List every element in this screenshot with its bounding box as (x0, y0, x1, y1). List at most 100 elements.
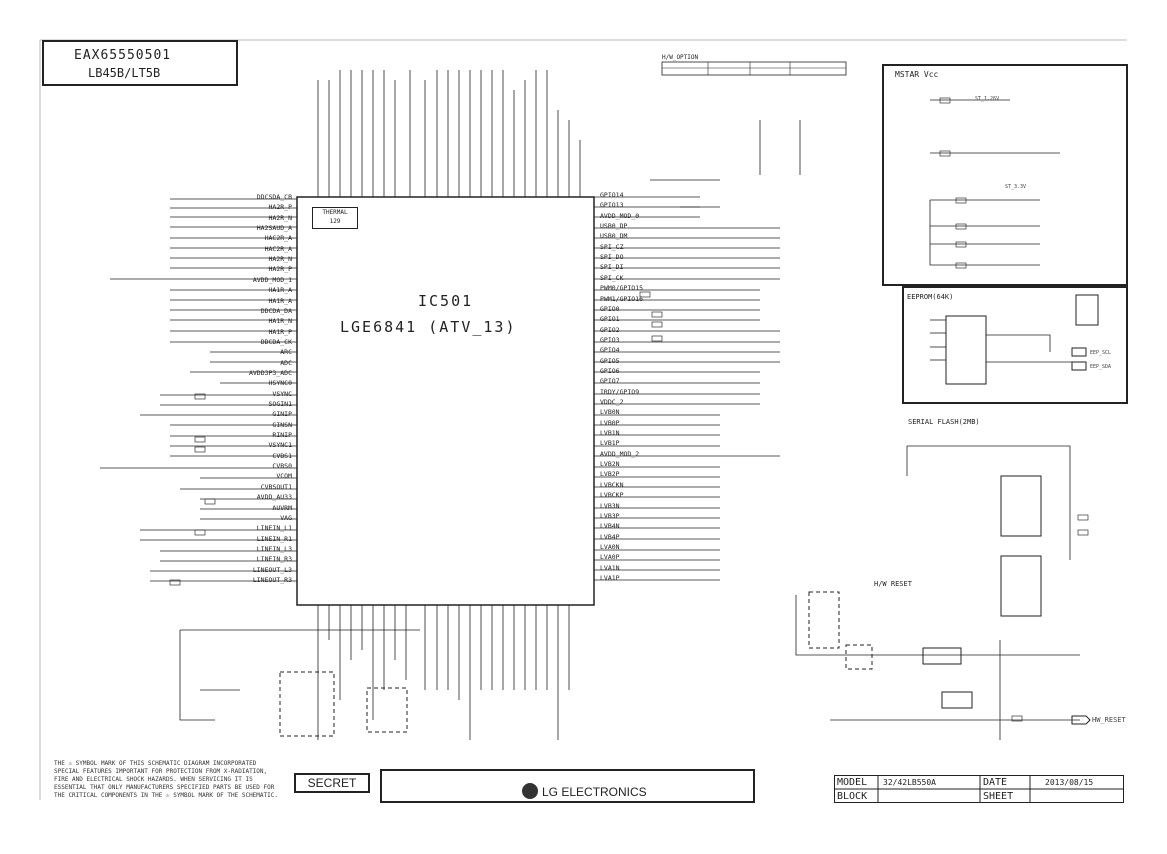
right-pin-label: GPIO2 (600, 325, 620, 334)
right-pin-label: AVDD_MOD_2 (600, 449, 640, 458)
left-pin-label: AVDD3P3_ADC (248, 368, 292, 377)
right-pin-label: SPI_DI (600, 263, 624, 272)
right-pin-label: PWM1/GPIO16 (600, 294, 644, 303)
left-pin-label: ADC (280, 358, 292, 367)
right-pin-label: LVB4P (600, 532, 620, 541)
hw-reset-net: HW_RESET (1092, 716, 1126, 724)
left-pin-label: AUVRM (272, 503, 292, 512)
left-pin-label: HAC2R_A (264, 234, 292, 243)
right-pin-label: GPIO7 (600, 377, 620, 386)
left-pin-label: VCOM (276, 472, 292, 481)
right-pin-label: LVB0N (600, 408, 620, 417)
left-pin-label: CVBSOUT1 (260, 482, 292, 491)
right-pin-label: GPIO4 (600, 346, 620, 355)
right-pin-label: LVB3N (600, 501, 620, 510)
right-pin-label: GPIO6 (600, 366, 620, 375)
right-pin-label: LVB1P (600, 439, 620, 448)
left-pin-label: DDCDA_DA (260, 306, 292, 315)
model-variant: LB45B/LT5B (88, 66, 161, 80)
brand-name: LG ELECTRONICS (542, 785, 647, 799)
right-pin-label: SPI_CK (600, 273, 624, 282)
left-pin-label: GINIP (272, 410, 292, 419)
right-pin-label: LVA1P (600, 573, 620, 582)
left-pin-label: CVBS1 (272, 451, 292, 460)
secret-label: SECRET (294, 773, 370, 793)
date-value: 2013/08/15 (1045, 778, 1094, 787)
vcc-label-2: ST_3.3V (1005, 184, 1027, 190)
hw-reset-title: H/W RESET (874, 580, 912, 588)
left-pin-label: HA1R_P (268, 327, 292, 336)
model-label: MODEL (837, 777, 868, 788)
right-pin-label: GPIO5 (600, 356, 620, 365)
right-pin-label: LVB1N (600, 429, 620, 438)
left-pin-label: LINEIN_R3 (256, 555, 292, 564)
right-pin-label: LVB4N (600, 522, 620, 531)
right-pin-label: GPIO14 (600, 191, 624, 199)
left-pin-label: VAG (280, 513, 292, 522)
right-pin-label: AVDD_MOD_0 (600, 211, 640, 220)
left-pin-label: LINEOUT_L3 (252, 565, 292, 574)
right-pin-label: LVB2N (600, 460, 620, 469)
right-pin-label: LVBCKP (600, 491, 624, 500)
right-pin-label: SPI_CZ (600, 242, 624, 251)
left-pin-label: DDCSDA_CB (256, 193, 292, 201)
left-pin-label: HA2R_N (268, 255, 292, 264)
hw-option-label: H/W_OPTION (662, 54, 699, 61)
block-label: BLOCK (837, 791, 868, 802)
left-pin-label: AVDD_MOD_1 (252, 275, 292, 284)
left-pin-label: HA2SAUD_A (256, 224, 292, 233)
part-number: EAX65550501 (74, 48, 172, 63)
vcc-label-1: ST_1.26V (975, 96, 1000, 102)
thermal-pad-label: THERMAL 129 (312, 207, 358, 229)
right-pin-label: LVA1N (600, 563, 620, 572)
left-pin-label: HA2R_P (268, 265, 292, 274)
left-pin-label: SOGIN1 (268, 400, 292, 408)
date-label: DATE (983, 777, 1008, 788)
right-pin-label: GPIO0 (600, 304, 620, 313)
eep-scl-net: EEP_SCL (1090, 350, 1112, 356)
left-pin-label: HA2R_N (268, 213, 292, 222)
right-pin-label: LVA0N (600, 542, 620, 551)
left-pin-label: LINEOUT_R3 (252, 575, 292, 584)
left-pin-label: GINSN (272, 420, 292, 429)
right-pin-label: LVB0P (600, 418, 620, 427)
eep-sda-net: EEP_SDA (1090, 364, 1112, 370)
left-pin-label: LINEIN_R1 (256, 534, 292, 543)
right-pin-label: GPIO1 (600, 315, 620, 324)
sheet-label: SHEET (983, 791, 1014, 802)
left-pin-label: LINEIN_L3 (256, 544, 292, 553)
left-pin-label: ARC (280, 348, 292, 357)
right-pin-label: USB0_DP (600, 222, 628, 231)
left-pin-label: HSYNC0 (268, 379, 292, 388)
serial-flash-title: SERIAL FLASH(2MB) (908, 418, 980, 426)
right-pin-label: VDDC_2 (600, 398, 624, 406)
mstar-vcc-title: MSTAR Vcc (895, 70, 939, 79)
title-block: EAX65550501 LB45B/LT5B (42, 40, 238, 86)
model-value: 32/42LB550A (883, 778, 936, 787)
right-pin-label: LVB2P (600, 470, 620, 479)
ic501-body (296, 196, 595, 606)
right-pin-label: PWM0/GPIO15 (600, 284, 644, 293)
left-pin-label: VSYNC (272, 389, 292, 398)
right-pin-label: GPIO3 (600, 335, 620, 344)
eeprom-title: EEPROM(64K) (907, 293, 954, 301)
left-pin-label: HA1R_N (268, 317, 292, 326)
eeprom-box (902, 286, 1128, 404)
left-pin-label: CVBS0 (272, 462, 292, 471)
ic-part: LGE6841 (ATV_13) (340, 318, 517, 336)
lg-logo-icon (522, 783, 538, 799)
left-pin-label: HAC2R_A (264, 244, 292, 253)
left-pin-label: VSYNC1 (268, 441, 292, 450)
safety-warning: THE ⚠ SYMBOL MARK OF THIS SCHEMATIC DIAG… (54, 760, 278, 799)
ic-ref: IC501 (418, 292, 474, 310)
right-pin-label: IRDY/GPIO9 (600, 387, 640, 396)
info-table: MODEL 32/42LB550A DATE 2013/08/15 BLOCK … (834, 775, 1124, 803)
right-pin-label: GPIO13 (600, 201, 624, 210)
left-pin-label: HA1R_A (268, 296, 292, 305)
right-pin-label: LVA0P (600, 553, 620, 562)
left-pin-label: DDCDA_CK (260, 337, 292, 346)
mstar-vcc-box (882, 64, 1128, 286)
right-pin-label: USB0_DM (600, 232, 628, 241)
left-pin-label: LINEIN_L1 (256, 524, 292, 533)
